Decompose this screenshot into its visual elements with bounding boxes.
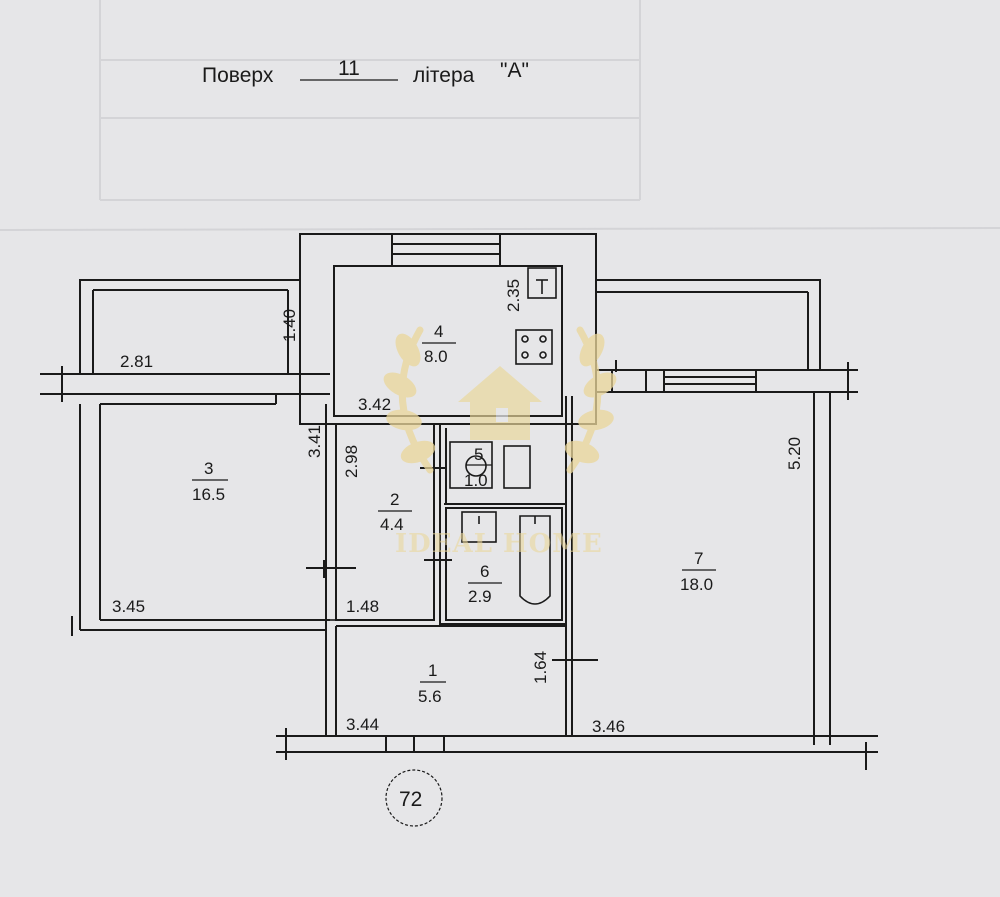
dim-room2-width: 1.48 [346, 597, 379, 616]
fixtures [326, 267, 557, 621]
floor-number: 11 [338, 57, 360, 80]
room-4-area: 8.0 [424, 347, 448, 366]
room-2-number: 2 [390, 490, 399, 509]
room-3-number: 3 [204, 459, 213, 478]
room-6-number: 6 [480, 562, 489, 581]
bathroom-sink-icon [461, 511, 497, 543]
dim-kitchen-depth: 2.35 [504, 279, 523, 312]
dim-room2-depth: 2.98 [342, 445, 361, 478]
watermark-text: IDEAL HOME [395, 529, 603, 559]
letter-label: літера [413, 64, 475, 87]
room-7-number: 7 [694, 549, 703, 568]
dim-room3-depth: 3.41 [305, 425, 324, 458]
room-5-area: 1.0 [464, 471, 488, 490]
dim-room7-width: 3.46 [592, 717, 625, 736]
room-2-area: 4.4 [380, 515, 404, 534]
stove-icon [515, 329, 553, 365]
room-7-area: 18.0 [680, 575, 713, 594]
dim-room3-width: 3.45 [112, 597, 145, 616]
dim-hall-depth: 1.64 [531, 651, 550, 684]
room-1-number: 1 [428, 661, 437, 680]
room-4-number: 4 [434, 322, 443, 341]
background-form-lines [0, 0, 1000, 231]
apartment-number: 72 [399, 788, 422, 811]
apartment-number-badge: 72 [385, 769, 443, 827]
dim-balcony-left-depth: 1.40 [280, 309, 299, 342]
room-labels [192, 342, 716, 683]
plan-header: Поверх 11 літера "А" [202, 57, 529, 87]
room-5-number: 5 [474, 445, 483, 464]
floor-label: Поверх [202, 64, 274, 87]
dim-hall-width: 3.44 [346, 715, 379, 734]
room-3-area: 16.5 [192, 485, 225, 504]
ideal-home-logo: IDEAL HOME [383, 326, 617, 559]
room-number-labels: 3 16.5 4 8.0 2 4.4 5 1.0 6 2.9 1 5.6 7 1… [192, 322, 713, 706]
dim-kitchen-width: 3.42 [358, 395, 391, 414]
kitchen-sink-icon [527, 267, 557, 299]
walls [40, 233, 878, 770]
room-6-area: 2.9 [468, 587, 492, 606]
dim-room7-depth: 5.20 [785, 437, 804, 470]
bathtub-icon [519, 515, 551, 605]
dimension-labels: 2.81 1.40 2.35 3.42 3.41 2.98 3.45 1.48 … [112, 279, 804, 736]
room-1-area: 5.6 [418, 687, 442, 706]
dim-balcony-left-width: 2.81 [120, 352, 153, 371]
letter-value: "А" [500, 59, 529, 82]
